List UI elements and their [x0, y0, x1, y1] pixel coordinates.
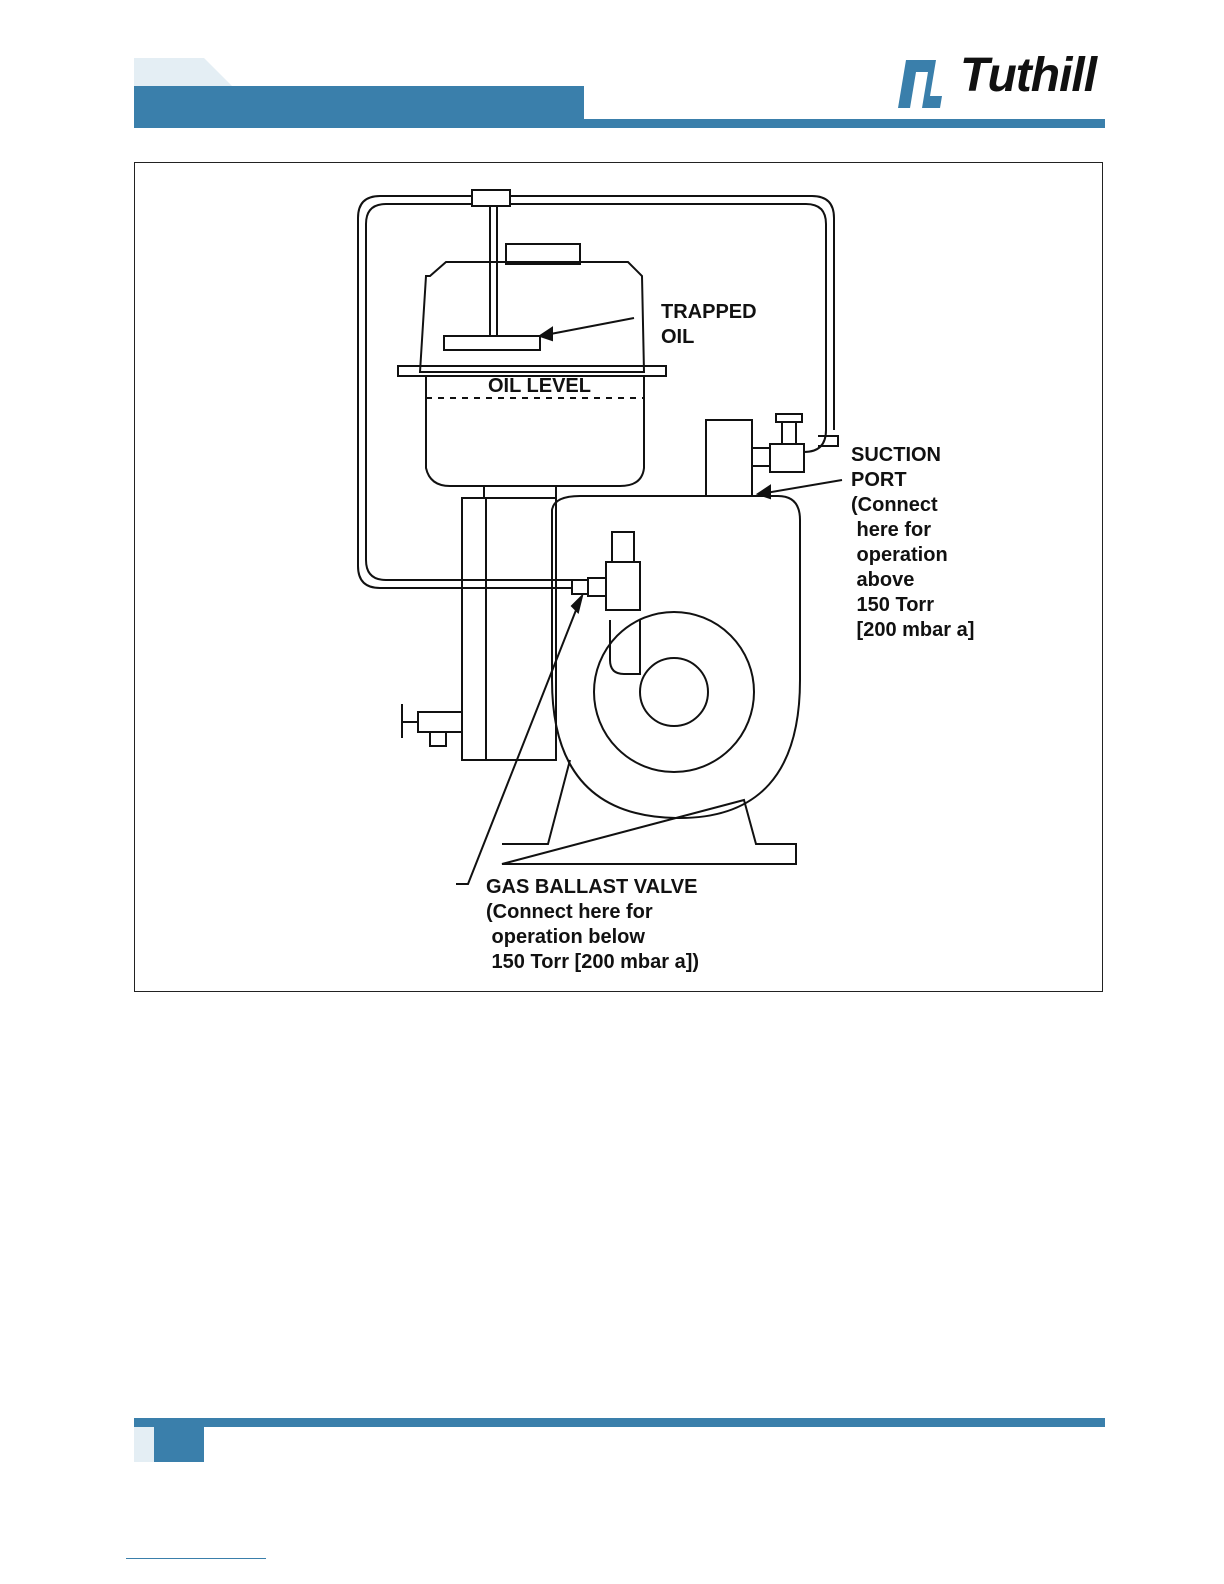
- suction-port: [706, 420, 752, 496]
- top-tee-fitting: [472, 190, 510, 206]
- pump-frame: [462, 498, 556, 760]
- footer-tab: [154, 1427, 204, 1462]
- pump-base: [502, 760, 796, 864]
- pump-body: [552, 496, 800, 818]
- pump-rotor-housing: [594, 612, 754, 772]
- separator-tank: [420, 262, 644, 372]
- gas-ballast-valve-label: GAS BALLAST VALVE (Connect here for oper…: [486, 875, 699, 975]
- gas-ballast-valve: [606, 562, 640, 610]
- footer-rule: [134, 1418, 1105, 1427]
- footer-underline: [126, 1558, 266, 1559]
- oil-level-label: OIL LEVEL: [488, 374, 591, 399]
- trapped-oil-label: TRAPPED OIL: [661, 300, 757, 350]
- drain-valve: [418, 712, 462, 732]
- suction-port-label: SUCTION PORT (Connect here for operation…: [851, 443, 974, 643]
- footer-tab-light: [134, 1427, 154, 1462]
